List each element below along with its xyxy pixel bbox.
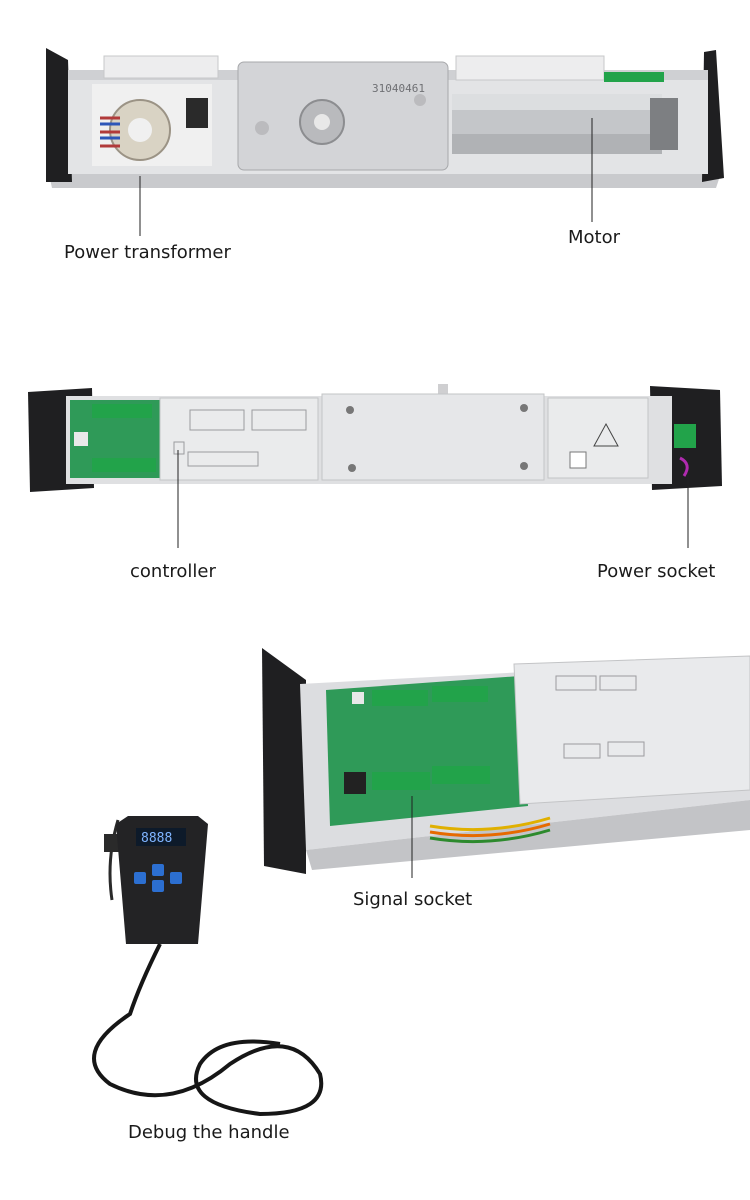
power-socket-icon bbox=[547, 397, 696, 479]
signal-socket-icon bbox=[326, 676, 528, 826]
handle-display bbox=[136, 828, 186, 846]
handle-button-up[interactable] bbox=[134, 872, 146, 884]
label-debug-handle: Debug the handle bbox=[128, 1122, 290, 1143]
operator-unit-front-view bbox=[28, 384, 722, 548]
label-controller: controller bbox=[130, 561, 216, 582]
motor-icon bbox=[452, 72, 678, 154]
label-power-transformer: Power transformer bbox=[64, 242, 231, 263]
end-cap-3 bbox=[262, 648, 306, 874]
label-motor: Motor bbox=[568, 227, 621, 248]
gearbox-serial: 31040461 bbox=[372, 82, 425, 95]
handle-display-text: 8888 bbox=[141, 831, 172, 846]
aluminium-rail bbox=[48, 170, 722, 188]
gearbox-plate: 31040461 bbox=[237, 61, 449, 171]
motor-cover bbox=[455, 55, 605, 81]
handle-button-set[interactable] bbox=[152, 864, 164, 876]
label-power-socket: Power socket bbox=[597, 561, 716, 582]
label-signal-socket: Signal socket bbox=[353, 889, 473, 910]
handle-button-down[interactable] bbox=[170, 872, 182, 884]
debug-handle-icon: 8888 bbox=[92, 816, 324, 1117]
terminal-strip bbox=[604, 72, 664, 82]
left-end-cap bbox=[46, 48, 72, 182]
handle-button-mode[interactable] bbox=[152, 880, 164, 892]
controller-board-icon bbox=[70, 400, 160, 478]
transformer-cover bbox=[103, 55, 219, 79]
controller-cover-3 bbox=[513, 655, 750, 805]
middle-cover bbox=[321, 393, 545, 481]
handle-cable bbox=[92, 943, 324, 1117]
transformer-icon bbox=[92, 84, 212, 166]
operator-unit-top-view: 31040461 bbox=[46, 48, 724, 236]
